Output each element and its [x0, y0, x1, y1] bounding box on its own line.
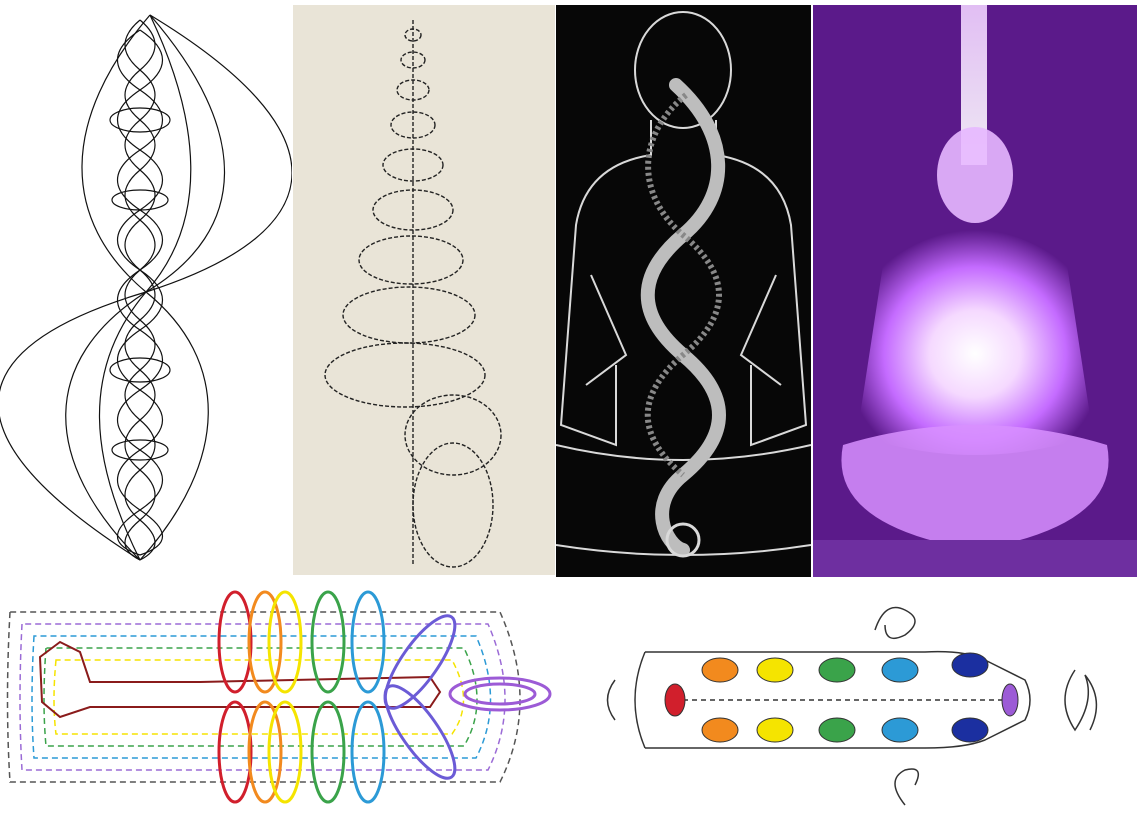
- chakra-diagram-panel: [585, 590, 1125, 810]
- toroidal-vortex-sketch-icon: [293, 5, 555, 575]
- chakra-energy-field-panel: [0, 582, 570, 813]
- spine-serpent-panel: [556, 5, 811, 577]
- glowing-figure-panel: [813, 5, 1137, 577]
- body-outline-chakra-circles-icon: [585, 590, 1125, 810]
- vortex-sketch-panel: [293, 5, 555, 575]
- meditating-figure-spinal-serpent-icon: [556, 5, 811, 577]
- reclining-body-chakra-field-lines-icon: [0, 582, 570, 813]
- double-helix-wave-lines-icon: [0, 0, 292, 580]
- glowing-meditating-figure-icon: [813, 5, 1137, 577]
- helix-lines-panel: [0, 0, 292, 580]
